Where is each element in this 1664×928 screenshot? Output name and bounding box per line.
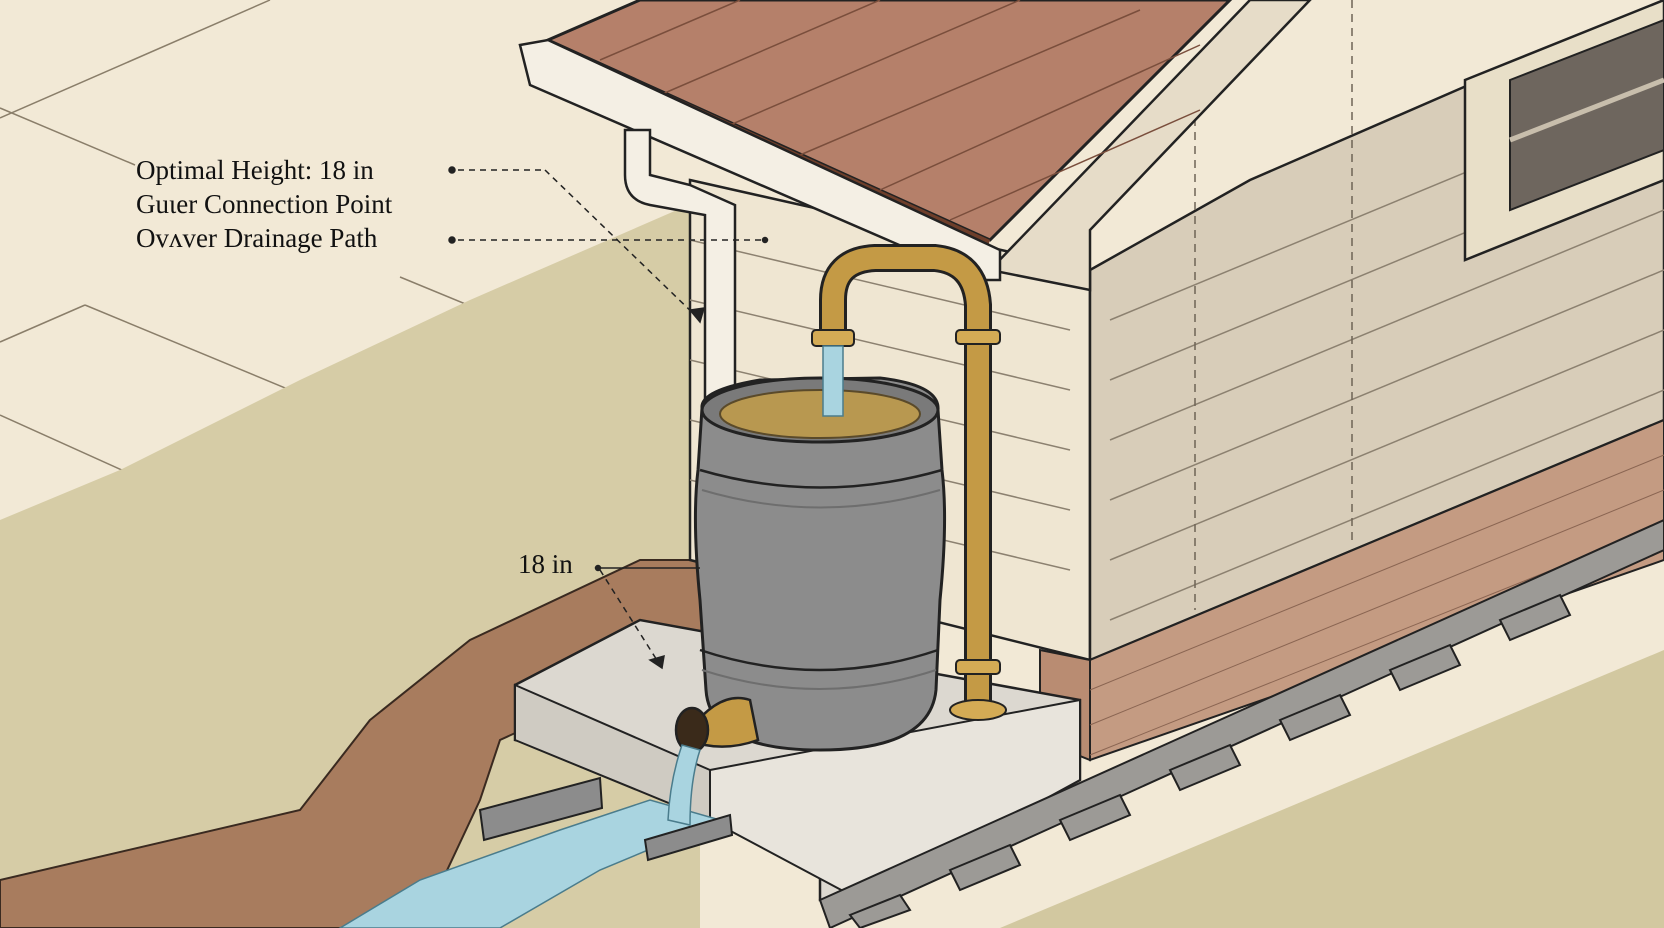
- paver-edging: [818, 518, 1664, 928]
- label-gutter-connection-point: Guɩer Connection Point: [136, 189, 393, 219]
- mesh-screen: [719, 389, 921, 439]
- annotation-leaders: [448, 166, 769, 670]
- label-measurement-18in: 18 in: [518, 549, 573, 579]
- inflow-water-stream: [822, 345, 844, 417]
- roof-shingle-lines: [599, 0, 1201, 221]
- label-overflow-drainage-path: Ovʌver Drainage Path: [136, 223, 378, 253]
- rain-barrel: [693, 376, 947, 752]
- lawn-right: [1000, 650, 1664, 928]
- label-optimal-height: Optimal Height: 18 in: [136, 155, 374, 185]
- outflow-water-stream: [667, 744, 701, 826]
- gutter: [518, 38, 1002, 282]
- spigot: [674, 696, 760, 754]
- soil-bed: [0, 559, 762, 928]
- brass-pipe: [811, 244, 1007, 721]
- channel-wall-right: [643, 813, 734, 862]
- channel-wall-left: [478, 776, 604, 842]
- concrete-base: [513, 618, 1082, 902]
- roof: [544, 0, 1233, 242]
- window: [1463, 0, 1664, 262]
- gable-trim: [987, 0, 1312, 292]
- stud-guide-lines: [1194, 0, 1353, 610]
